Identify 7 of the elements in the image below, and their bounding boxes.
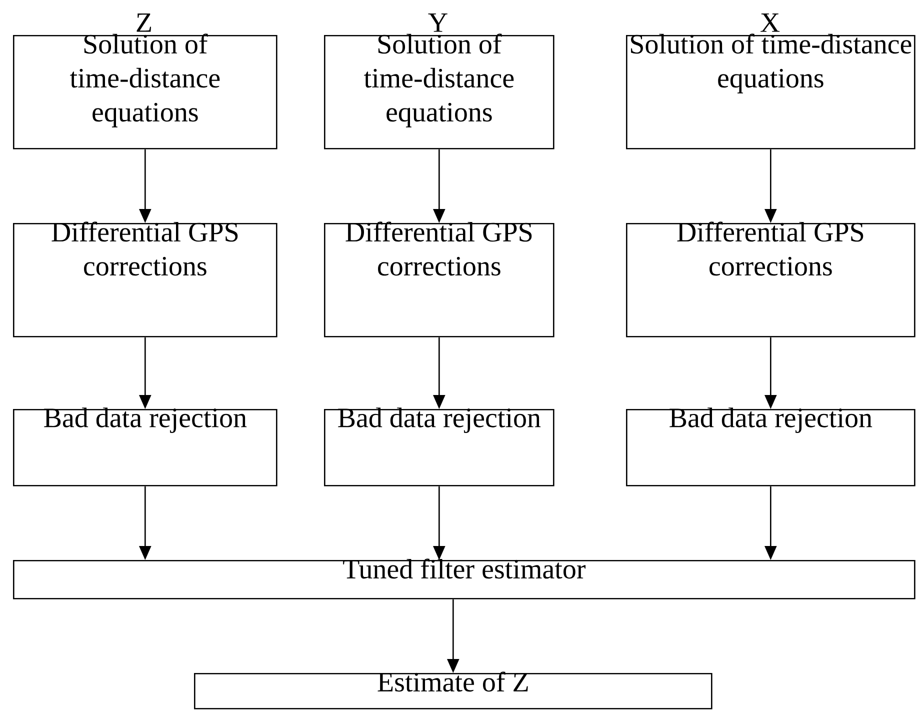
column-heading: X [760,13,780,32]
process-box: Solution of time-distance equations [13,34,278,150]
process-box: Solution of time-distance equations [626,34,916,150]
column-heading: Y [428,13,448,32]
process-box: Solution of time-distance equations [324,34,554,150]
column-heading: Z [136,13,152,32]
process-box: Tuned filter estimator [13,558,916,600]
